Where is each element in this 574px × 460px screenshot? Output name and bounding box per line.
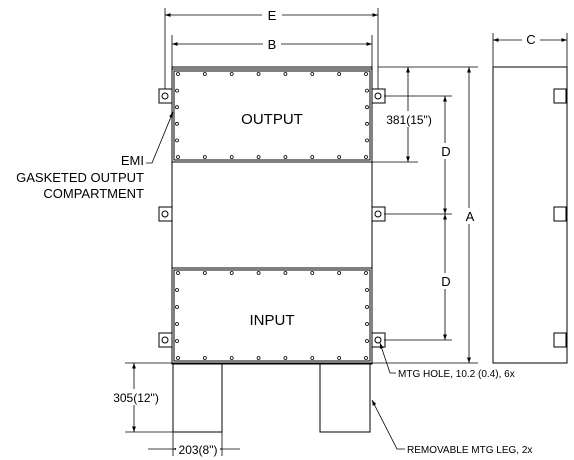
rivet — [365, 305, 369, 309]
rivet — [283, 271, 288, 275]
rivet — [202, 155, 207, 159]
emi-callout: EMI GASKETED OUTPUT COMPARTMENT — [16, 111, 174, 201]
emi-label-line2: GASKETED OUTPUT — [16, 170, 144, 185]
rivet — [176, 155, 180, 159]
rivet — [256, 155, 261, 159]
dimension-e: E — [164, 7, 379, 89]
rivet — [283, 356, 288, 360]
rivet — [176, 356, 180, 360]
rivet — [175, 322, 179, 326]
rivet — [364, 356, 368, 360]
dimension-d: D D — [384, 95, 454, 341]
input-label: INPUT — [250, 312, 295, 329]
rivet — [364, 72, 368, 76]
rivet — [229, 271, 234, 275]
rivet — [365, 88, 369, 93]
rivet — [175, 138, 179, 143]
rivet — [310, 271, 315, 275]
mtg-hole-label: MTG HOLE, 10.2 (0.4), 6x — [398, 369, 515, 380]
rivet — [310, 155, 315, 159]
rivet — [283, 72, 288, 76]
rivet — [175, 88, 179, 93]
rivet — [337, 271, 342, 275]
rivet — [337, 356, 342, 360]
emi-label-line1: EMI — [121, 153, 144, 168]
rivet — [175, 105, 179, 110]
rivet — [337, 72, 342, 76]
mtg-leg-callout: REMOVABLE MTG LEG, 2x — [371, 399, 532, 456]
rivet — [176, 72, 180, 76]
rivet — [175, 121, 179, 126]
rivet — [175, 339, 179, 343]
rivet — [229, 72, 234, 76]
emi-label-line3: COMPARTMENT — [43, 186, 144, 201]
rivet — [364, 155, 368, 159]
rivet — [365, 121, 369, 126]
dimension-203: 203(8") — [148, 432, 240, 457]
dim-e-label: E — [268, 8, 277, 23]
dim-305-label: 305(12") — [113, 391, 159, 405]
rivet — [202, 72, 207, 76]
dim-d-lower-label: D — [441, 274, 450, 289]
rivet — [256, 72, 261, 76]
dim-203-label: 203(8") — [179, 443, 218, 457]
rivet — [256, 356, 261, 360]
rivet — [337, 155, 342, 159]
rivet — [310, 356, 315, 360]
dim-a-label: A — [466, 209, 475, 224]
output-compartment-inner — [173, 70, 371, 161]
rivet — [202, 356, 207, 360]
rivet — [365, 339, 369, 343]
rivet — [175, 305, 179, 309]
dimension-a: A — [372, 66, 478, 364]
rivet — [229, 356, 234, 360]
rivet — [365, 288, 369, 292]
dim-b-label: B — [268, 37, 277, 52]
rivet — [202, 271, 207, 275]
dimension-305: 305(12") — [110, 362, 173, 433]
output-label: OUTPUT — [241, 111, 303, 128]
input-compartment — [171, 267, 373, 364]
rivet — [365, 105, 369, 110]
mtg-leg-label: REMOVABLE MTG LEG, 2x — [407, 445, 532, 456]
mtg-hole-callout: MTG HOLE, 10.2 (0.4), 6x — [379, 342, 515, 380]
dim-c-label: C — [526, 32, 535, 47]
dimension-c: C — [492, 31, 568, 67]
rivet — [256, 271, 261, 275]
input-compartment-inner — [173, 269, 371, 362]
rivet — [283, 155, 288, 159]
rivet — [365, 138, 369, 143]
rivet — [365, 322, 369, 326]
mounting-legs — [172, 364, 371, 433]
rivet — [175, 288, 179, 292]
rivet — [364, 271, 368, 275]
gasket-rivets — [175, 72, 369, 360]
dim-381-label: 381(15") — [386, 113, 432, 127]
cabinet-side-view — [492, 66, 568, 364]
rivet — [176, 271, 180, 275]
rivet — [310, 72, 315, 76]
dimension-b: B — [171, 35, 373, 67]
dim-d-upper-label: D — [441, 144, 450, 159]
dimension-381: 381(15") — [372, 66, 434, 163]
rivet — [229, 155, 234, 159]
